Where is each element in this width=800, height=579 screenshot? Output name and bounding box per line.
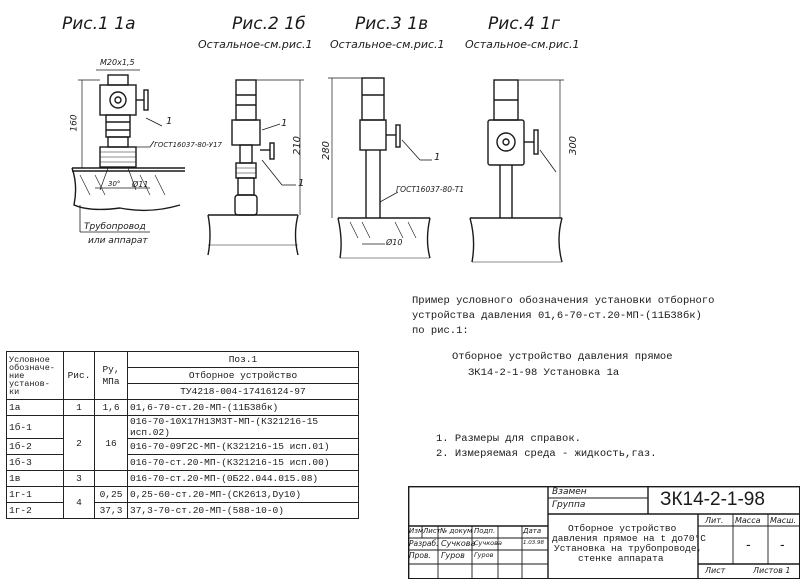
table-row: 1г-1 4 0,25 0,25-60-ст.20-МП-(СК2613,Dу1…: [6, 486, 359, 519]
leader-1d-label: 1: [434, 152, 441, 163]
stamp-lit: Лит.: [705, 516, 724, 525]
stamp-listov: Листов 1: [753, 566, 791, 575]
gost1-label: ГОСТ16037-80-У17: [154, 141, 222, 149]
fig4-drawing: [469, 79, 564, 263]
pipe-label-2: или аппарат: [88, 236, 148, 246]
example-title-1: Отборное устройство давления прямое: [452, 351, 673, 363]
table-header-tu: ТУ4218-004-17416124-97: [127, 383, 359, 400]
dia11-label: Ø11: [132, 180, 149, 189]
example-title-2: ЗК14-2-1-98 Установка 1а: [468, 367, 620, 379]
stamp-mashtab: Масш.: [770, 516, 797, 525]
fig3-rest-note: Остальное-см.рис.1: [330, 38, 445, 51]
stamp-name-prov: Гуров: [441, 551, 465, 560]
thread-label: M20x1,5: [100, 58, 135, 67]
fig4-caption: Рис.4 1г: [488, 14, 561, 34]
stamp-h-doc: № докум: [440, 527, 473, 535]
table-row: 1а 1 1,6 01,6-70-ст.20-МП-(11Б38бк): [6, 399, 359, 416]
stamp-desc-2: давления прямое на t до70°С: [552, 533, 706, 544]
stamp-sign-prov: Гуров: [474, 551, 494, 559]
dim-280-label: 280: [321, 140, 333, 161]
fig2-rest-note: Остальное-см.рис.1: [198, 38, 313, 51]
title-block: Взамен Группа ЗК14-2-1-98 Изм Лист № док…: [408, 486, 800, 579]
table-row: 1б-2 016-70-09Г2С-МП-(К321216-15 исп.01): [6, 438, 359, 455]
fig1-drawing: [71, 69, 185, 233]
table-row: 1г-2 37,3 37,3-70-ст.20-МП-(588-10-0): [6, 502, 359, 519]
table-header-device: Отборное устройство: [127, 367, 359, 384]
table-row: 1б-1 2 16 016-70-10Х17Н13М3Т-МП-(К321216…: [6, 415, 359, 471]
stamp-massa: Масса: [735, 516, 761, 525]
note-1: 1. Размеры для справок.: [436, 433, 581, 445]
stamp-massa-val: -: [746, 536, 751, 552]
table-row: 1в 3 016-70-ст.20-МП-(0Б22.044.015.08): [6, 470, 359, 487]
example-line-3: по рис.1:: [412, 325, 469, 337]
stamp-role-razrab: Разраб.: [409, 539, 439, 548]
stamp-list: Лист: [705, 566, 726, 575]
stamp-h-izm: Изм: [409, 527, 424, 535]
stamp-role-prov: Пров.: [409, 551, 431, 560]
gost3-label: ГОСТ16037-80-Т1: [396, 185, 465, 194]
stamp-vzamen: Взамен: [552, 487, 587, 497]
note-2: 2. Измеряемая среда - жидкость,газ.: [436, 448, 657, 460]
stamp-mashtab-val: -: [780, 536, 785, 552]
stamp-desc-4: стенке аппарата: [578, 553, 664, 564]
leader-1b-label: 1: [281, 118, 288, 129]
table-header-pressure: Ру,МПа: [94, 351, 128, 400]
leader-1a-label: 1: [166, 116, 173, 127]
dim-160-label: 160: [69, 114, 80, 132]
table-header-fig: Рис.: [63, 351, 95, 400]
stamp-h-date: Дата: [523, 527, 542, 535]
dia10-label: Ø10: [386, 238, 403, 247]
stamp-name-razrab: Сучкова: [441, 539, 476, 548]
stamp-h-list: Лист: [423, 527, 441, 535]
table-row: 1б-3 016-70-ст.20-МП-(К321216-15 исп.00): [6, 454, 359, 471]
stamp-desc-3: Установка на трубопроводе,: [554, 543, 703, 554]
fig2-caption: Рис.2 1б: [232, 14, 306, 34]
fig4-rest-note: Остальное-см.рис.1: [465, 38, 580, 51]
table-header-pos: Поз.1: [127, 351, 359, 368]
fig3-caption: Рис.3 1в: [355, 14, 429, 34]
fig1-caption: Рис.1 1а: [62, 14, 136, 34]
dim-210-label: 210: [292, 135, 304, 156]
technical-drawings: [71, 69, 564, 263]
title-block-frame: [408, 486, 800, 579]
stamp-code: ЗК14-2-1-98: [660, 489, 765, 510]
fig3-drawing: [328, 77, 432, 259]
stamp-desc-1: Отборное устройство: [568, 523, 677, 534]
fig2-drawing: [207, 79, 304, 256]
pipe-label-1: Трубопровод: [84, 222, 146, 232]
stamp-gruppa: Группа: [552, 500, 586, 510]
stamp-date-razrab: 1.03.98: [523, 540, 544, 546]
angle-label: 30°: [108, 180, 121, 188]
stamp-h-sign: Подп.: [474, 527, 496, 535]
stamp-sign-razrab: Сучкова: [474, 539, 502, 547]
example-line-2: устройства давления 01,6-70-ст.20-МП-(11…: [412, 310, 702, 322]
example-line-1: Пример условного обозначения установки о…: [412, 295, 715, 307]
dim-300-label: 300: [568, 135, 580, 156]
leader-1c-label: 1: [298, 178, 305, 189]
